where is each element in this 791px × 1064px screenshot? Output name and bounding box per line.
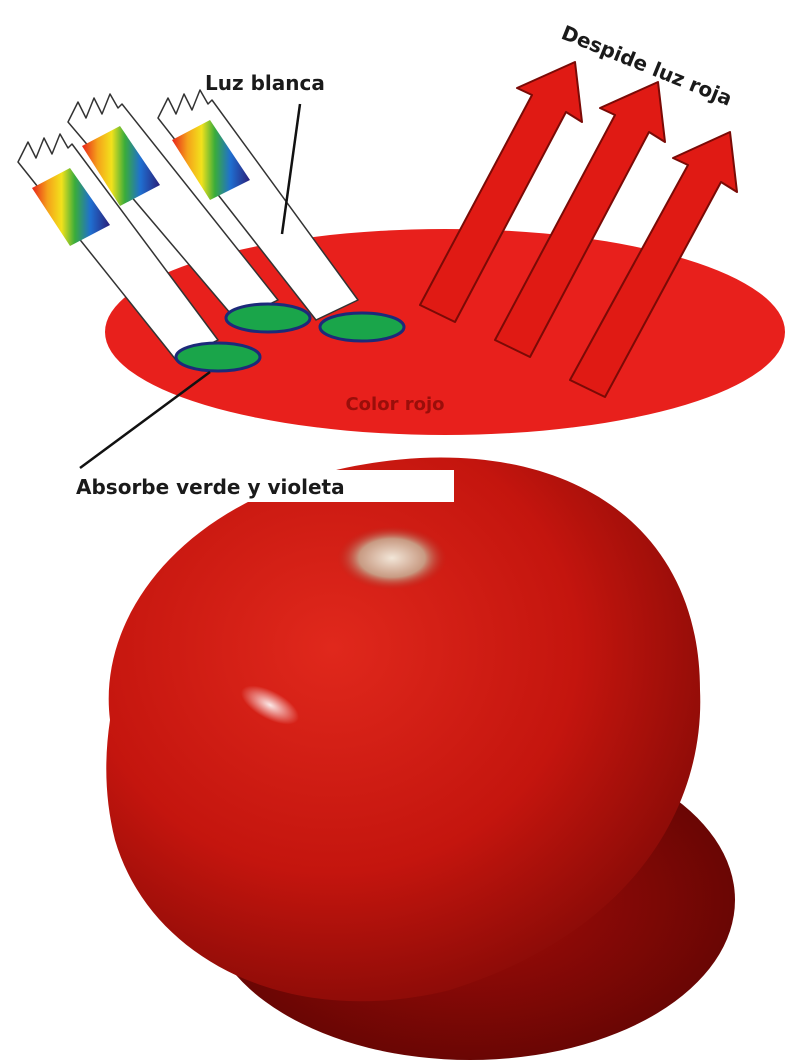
white-light-label: Luz blanca xyxy=(205,71,325,95)
absorbed-green-spot xyxy=(176,343,260,371)
stem-scar xyxy=(337,526,447,590)
absorbs-leader-line xyxy=(80,372,210,468)
absorbed-green-spot xyxy=(320,313,404,341)
red-color-label: Color rojo xyxy=(345,394,444,415)
tomato xyxy=(106,458,735,1060)
absorbs-label: Absorbe verde y violeta xyxy=(76,475,345,499)
absorbed-green-spot xyxy=(226,304,310,332)
